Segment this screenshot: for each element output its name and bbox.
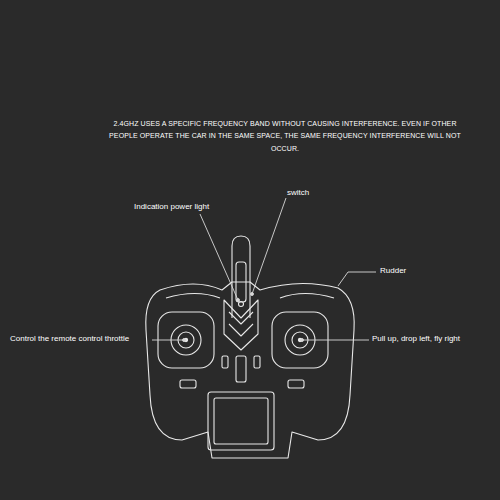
leader-line [252,198,286,294]
controller-body [146,282,354,458]
button [288,380,304,388]
note-heading: 2.4GHZ USES A SPECIFIC FREQUENCY BAND WI… [108,118,462,155]
antenna [232,236,250,318]
leader-line [200,214,238,300]
button [180,380,196,388]
trim-button [254,356,260,368]
part-label: switch [287,188,309,198]
screen [208,392,274,450]
leader-dot [183,339,186,342]
leader-dot [301,339,304,342]
leader-line [152,340,184,341]
center-chevron [229,312,253,336]
power-light [239,302,244,307]
leader-line [302,340,369,341]
part-label: Control the remote control throttle [10,334,129,344]
part-label: Indication power light [134,202,209,212]
leader-dot [237,299,240,302]
shoulder-line [166,294,334,299]
trim-button [222,356,228,368]
switch-slider [236,356,246,382]
center-panel [224,300,258,350]
leader-line [338,272,376,286]
leader-dot [251,293,254,296]
screen-inner [214,398,268,444]
part-label: Rudder [380,266,406,276]
part-label: Pull up, drop left, fly right [372,334,460,344]
